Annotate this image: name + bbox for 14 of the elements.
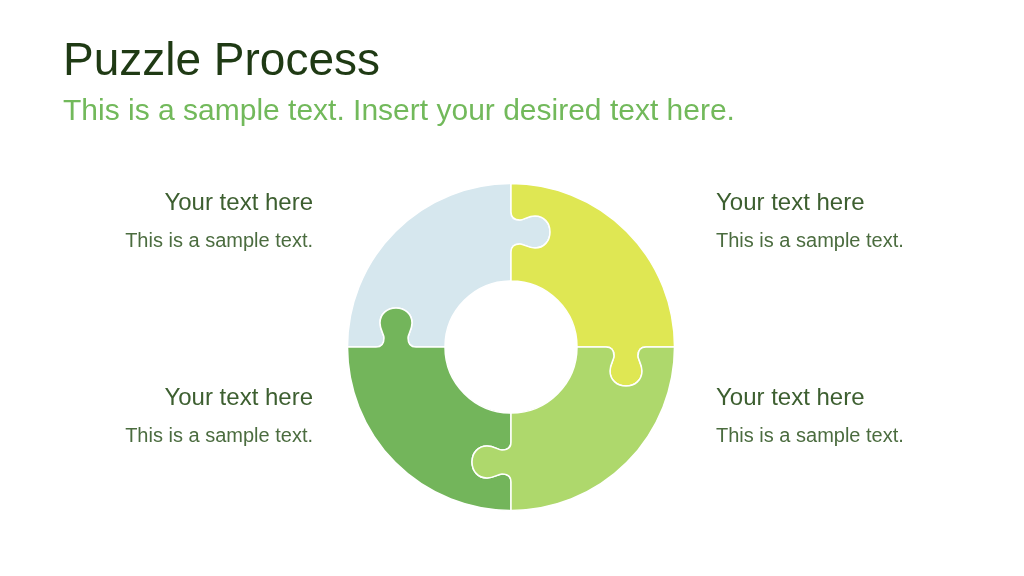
subtitle: This is a sample text. Insert your desired text here. [63, 93, 735, 128]
step-heading: Your text here [164, 188, 313, 216]
step-description: This is a sample text. [716, 229, 904, 252]
puzzle-piece [346, 182, 551, 348]
step-heading: Your text here [716, 188, 865, 216]
step-description: This is a sample text. [125, 229, 313, 252]
step-heading: Your text here [716, 383, 865, 411]
step-description: This is a sample text. [125, 424, 313, 447]
title: Puzzle Process [63, 33, 380, 86]
puzzle-piece [510, 182, 676, 387]
step-heading: Your text here [164, 383, 313, 411]
step-description: This is a sample text. [716, 424, 904, 447]
puzzle-piece [346, 307, 512, 512]
puzzle-piece [471, 346, 676, 512]
